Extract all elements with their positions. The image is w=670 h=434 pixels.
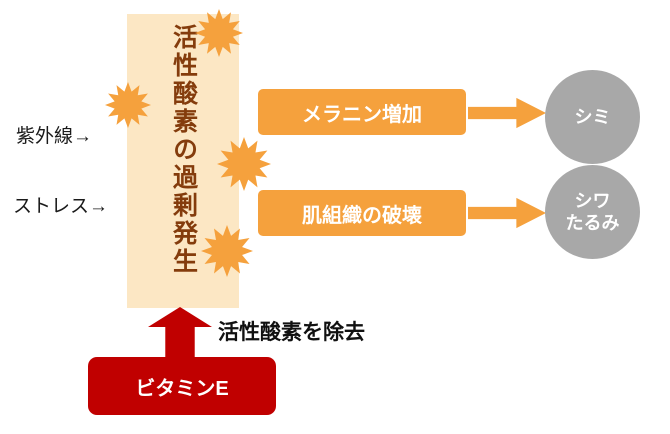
vitamin-e-box: ビタミンE — [88, 357, 276, 415]
melanin-increase-box: メラニン増加 — [258, 89, 466, 135]
arrow-right-icon — [468, 197, 546, 229]
arrow-right-icon — [468, 97, 546, 129]
spots-label: シミ — [574, 106, 611, 127]
wrinkles-sagging-circle: シワ たるみ — [545, 165, 640, 259]
spots-circle: シミ — [545, 70, 640, 164]
arrow-up-icon — [148, 307, 212, 357]
stress-input-label: ストレス→ — [13, 196, 109, 217]
reactive-oxygen-label: 活性酸素の過剰発生 — [169, 24, 198, 276]
uv-input-label: 紫外線→ — [16, 126, 93, 147]
skin-tissue-damage-box: 肌組織の破壊 — [258, 190, 466, 236]
wrinkles-label: シワ — [574, 190, 611, 211]
sagging-label: たるみ — [565, 213, 620, 233]
remove-ros-label: 活性酸素を除去 — [218, 321, 365, 344]
reactive-oxygen-box: 活性酸素の過剰発生 — [127, 14, 239, 308]
